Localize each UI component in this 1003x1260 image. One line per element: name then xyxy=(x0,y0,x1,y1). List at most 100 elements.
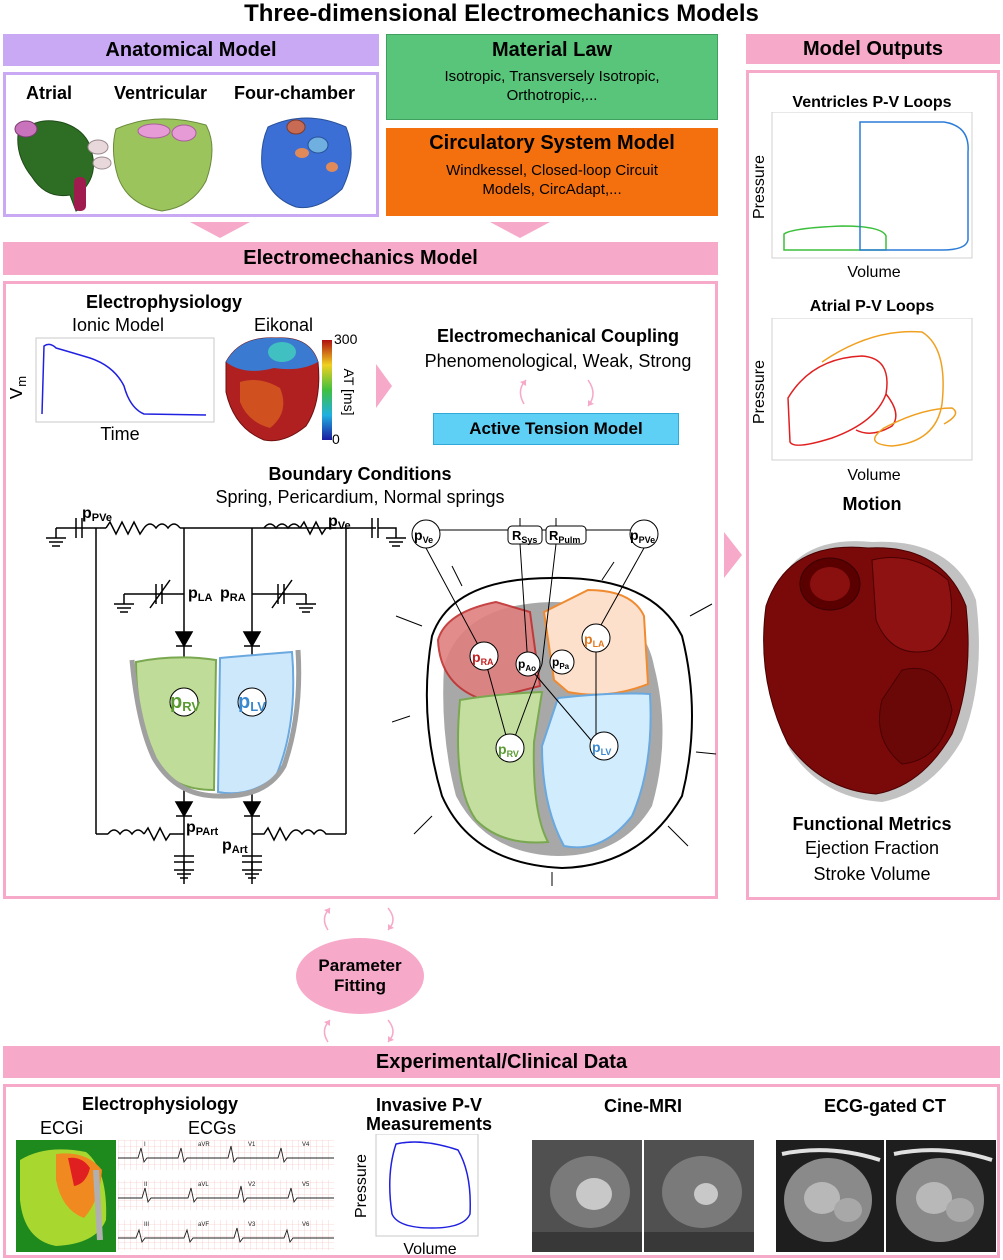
svg-text:pAo: pAo xyxy=(518,657,536,673)
ionic-model-label: Ionic Model xyxy=(72,315,165,335)
svg-text:pVe: pVe xyxy=(328,513,351,532)
svg-text:aVR: aVR xyxy=(198,1142,210,1148)
invasive-pv-chart: Pressure Volume xyxy=(353,1134,479,1258)
arrow-right-icon xyxy=(376,364,392,408)
motion-heart-image xyxy=(763,541,979,802)
boundary-conditions-sub: Spring, Pericardium, Normal springs xyxy=(215,487,505,507)
svg-text:pLV: pLV xyxy=(592,739,611,757)
invasive-pv-loop xyxy=(389,1141,471,1229)
svg-text:pPVe: pPVe xyxy=(630,527,655,545)
circulatory-system-header: Circulatory System Model xyxy=(429,132,675,154)
clinical-data-panel xyxy=(3,1084,1000,1258)
clinical-ep-title: Electrophysiology xyxy=(82,1094,239,1114)
volume-axis-label: Volume xyxy=(847,467,900,484)
page-title: Three-dimensional Electromechanics Model… xyxy=(244,0,759,27)
svg-text:pArt: pArt xyxy=(222,837,248,856)
ecgs-label: ECGs xyxy=(188,1118,237,1138)
pressure-axis-label: Pressure xyxy=(752,155,768,219)
circulatory-line1: Windkessel, Closed-loop Circuit xyxy=(446,162,658,179)
svg-text:pRV: pRV xyxy=(170,691,200,714)
electromechanics-model-header: Electromechanics Model xyxy=(3,242,718,275)
material-law-header: Material Law xyxy=(491,39,613,61)
ecgi-label: ECGi xyxy=(40,1118,84,1138)
ecg-traces-image: I aVR V1 V4 II aVL V2 V5 III aVF V3 V6 xyxy=(118,1140,334,1250)
ventricles-pv-chart: Pressure Volume xyxy=(752,112,973,281)
eikonal-activation-map: 300 0 AT [ms] xyxy=(225,332,358,447)
ecg-gated-ct-title: ECG-gated CT xyxy=(823,1096,946,1116)
action-potential-trace xyxy=(41,343,207,416)
svg-text:pVe: pVe xyxy=(414,527,433,545)
four-chamber-mesh xyxy=(261,117,352,209)
cycle-arrows-icon xyxy=(519,379,594,407)
left-atrial-loop xyxy=(821,330,957,447)
svg-text:pRV: pRV xyxy=(498,741,519,759)
model-outputs-header: Model Outputs xyxy=(746,34,1000,64)
arrow-down-icon xyxy=(190,222,250,238)
circulatory-system-box: Circulatory System Model Windkessel, Clo… xyxy=(386,128,718,216)
ventricles-pv-title: Ventricles P-V Loops xyxy=(792,94,952,111)
svg-text:V4: V4 xyxy=(302,1142,310,1148)
svg-text:pLA: pLA xyxy=(188,585,213,604)
cycle-arrows-icon xyxy=(323,907,394,931)
atrial-pv-chart: Pressure Volume xyxy=(752,318,973,484)
eikonal-label: Eikonal xyxy=(254,315,314,335)
svg-text:II: II xyxy=(144,1182,148,1188)
svg-text:pRA: pRA xyxy=(220,585,246,604)
pressure-axis-label: Pressure xyxy=(353,1154,370,1218)
cycle-arrows-icon xyxy=(323,1019,394,1043)
boundary-conditions-title: Boundary Conditions xyxy=(268,464,452,484)
volume-axis-label: Volume xyxy=(403,1241,456,1258)
colorbar-label: AT [ms] xyxy=(341,369,357,416)
svg-text:RSys: RSys xyxy=(512,528,537,545)
atrial-label: Atrial xyxy=(26,83,73,103)
svg-text:V1: V1 xyxy=(248,1142,256,1148)
svg-text:pRA: pRA xyxy=(472,649,494,667)
svg-text:Vm: Vm xyxy=(10,376,29,400)
anatomical-meshes-image xyxy=(14,117,352,212)
four-chamber-label: Four-chamber xyxy=(234,83,356,103)
svg-text:pLV: pLV xyxy=(238,691,266,714)
svg-text:I: I xyxy=(144,1142,146,1148)
anatomical-model-header: Anatomical Model xyxy=(3,34,379,66)
svg-text:V5: V5 xyxy=(302,1182,310,1188)
ecg-gated-ct-image xyxy=(776,1140,996,1252)
right-atrial-loop xyxy=(787,355,897,446)
motion-title: Motion xyxy=(842,494,902,514)
pressure-axis-label: Pressure xyxy=(752,360,768,424)
atrial-pv-title: Atrial P-V Loops xyxy=(809,298,935,315)
ventricular-mesh xyxy=(112,118,213,212)
cine-mri-title: Cine-MRI xyxy=(604,1096,682,1116)
clinical-data-header: Experimental/Clinical Data xyxy=(3,1046,1000,1078)
svg-text:aVL: aVL xyxy=(198,1182,209,1188)
functional-metrics-title: Functional Metrics xyxy=(792,814,952,834)
parameter-fitting-node: Parameter Fitting xyxy=(296,938,424,1014)
lumped-circuit-diagram: pPVe pVe pLA pRA pRV pLV pPArt pArt xyxy=(46,505,406,884)
down-arrows xyxy=(190,222,550,238)
svg-text:pPArt: pPArt xyxy=(186,819,219,838)
arrow-right-icon xyxy=(724,532,742,578)
ventricular-label: Ventricular xyxy=(114,83,208,103)
em-coupling-sub: Phenomenological, Weak, Strong xyxy=(424,351,692,371)
svg-text:V6: V6 xyxy=(302,1222,310,1228)
colorbar-bottom-label: 0 xyxy=(332,431,340,447)
action-potential-chart: Vm Time xyxy=(10,337,215,444)
cine-mri-image xyxy=(532,1140,754,1252)
active-tension-model-box: Active Tension Model xyxy=(433,413,679,445)
svg-text:pLA: pLA xyxy=(584,631,605,649)
colorbar-top-label: 300 xyxy=(334,332,358,347)
ep-title: Electrophysiology xyxy=(86,292,243,312)
svg-text:V2: V2 xyxy=(248,1182,256,1188)
time-axis-label: Time xyxy=(100,424,139,444)
em-coupling-title: Electromechanical Coupling xyxy=(436,326,680,346)
svg-text:aVF: aVF xyxy=(198,1222,209,1228)
svg-text:RPulm: RPulm xyxy=(549,528,580,545)
svg-text:pPa: pPa xyxy=(552,655,570,671)
colorbar xyxy=(322,340,332,440)
metric-ejection-fraction: Ejection Fraction xyxy=(804,838,940,858)
circulatory-line2: Models, CircAdapt,... xyxy=(482,181,622,198)
four-chamber-boundary-diagram: pVe pPVe RSys RPulm pRA pAo pPa pLA pRV … xyxy=(392,518,716,886)
material-law-box: Material Law Isotropic, Transversely Iso… xyxy=(386,34,718,120)
right-ventricle-loop xyxy=(783,225,887,251)
model-outputs-panel xyxy=(746,70,1000,900)
electromechanics-model-panel xyxy=(3,281,718,899)
